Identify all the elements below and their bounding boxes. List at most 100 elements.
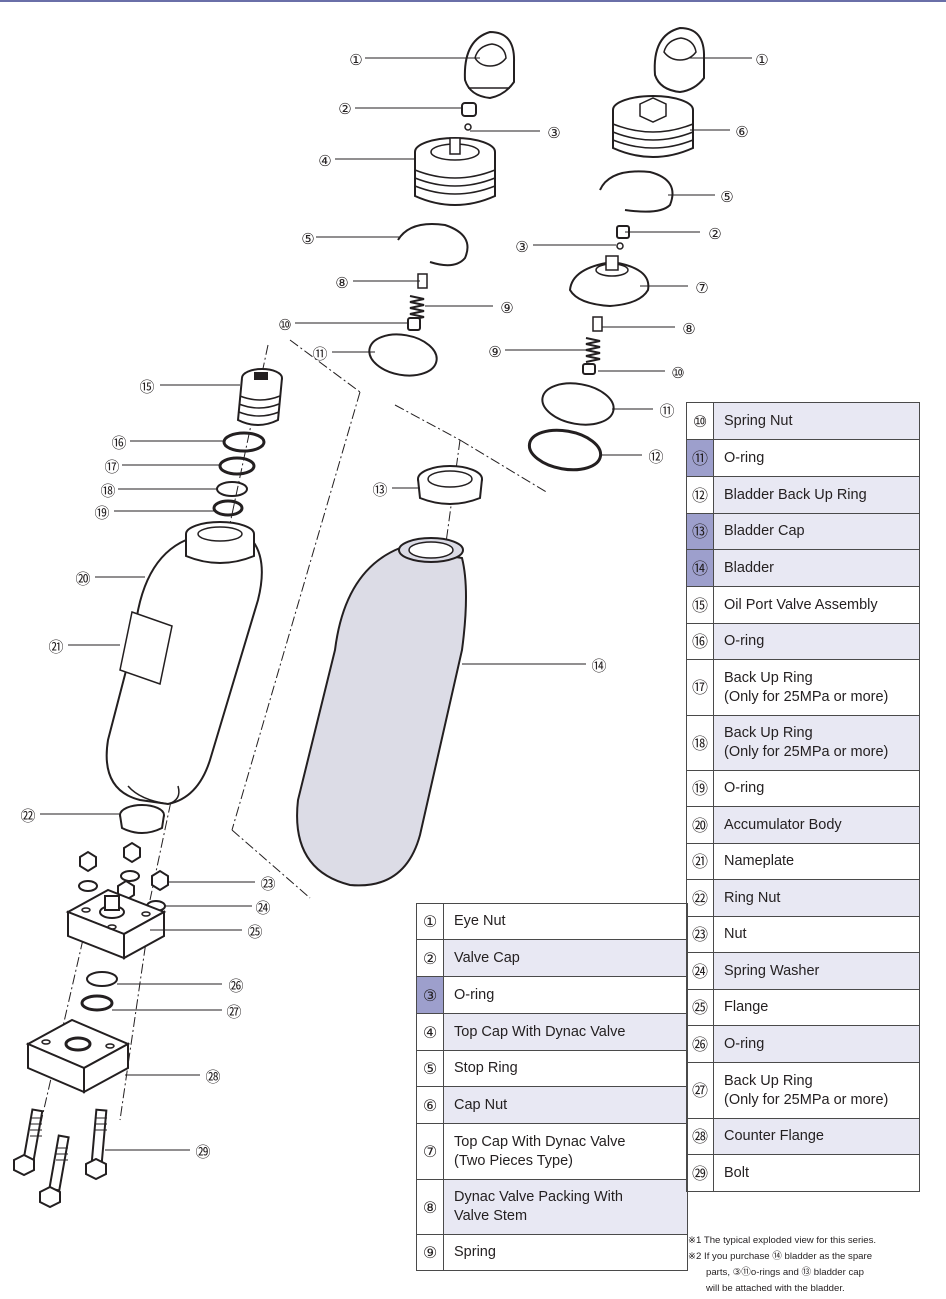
bolts	[13, 1108, 108, 1209]
nameplate	[119, 611, 173, 685]
callout-c10a: ⑩	[278, 316, 291, 334]
callout-c2a: ②	[338, 100, 351, 118]
part-name: Bladder Back Up Ring	[713, 476, 920, 514]
o-ring-large-left	[368, 333, 438, 377]
part-number: ⑬	[686, 513, 714, 550]
callout-c20: ⑳	[75, 570, 90, 588]
part-number: ⑭	[686, 549, 714, 587]
part-name: O-ring	[713, 770, 920, 807]
ring-nut	[119, 804, 165, 834]
part-number: ⑦	[416, 1123, 444, 1180]
part-number: ㉒	[686, 879, 714, 917]
back-up-ring-18	[216, 481, 248, 497]
footnote-2-line-1: ※2 If you purchase ⑭ bladder as the spar…	[688, 1251, 873, 1262]
callout-c27: ㉗	[226, 1003, 241, 1021]
callout-c12: ⑫	[648, 448, 663, 466]
part-name: Bladder Cap	[713, 513, 920, 550]
part-number: ⑨	[416, 1234, 444, 1271]
spring-left	[409, 295, 425, 321]
callout-c2b: ②	[708, 225, 721, 243]
part-name: Eye Nut	[443, 903, 688, 940]
part-number: ㉗	[686, 1062, 714, 1119]
callout-c29: ㉙	[195, 1143, 210, 1161]
callout-c18: ⑱	[100, 482, 115, 500]
part-name: O-ring	[713, 1025, 920, 1063]
o-ring-19	[212, 499, 244, 517]
part-number: ⑥	[416, 1086, 444, 1124]
callout-c6: ⑥	[735, 123, 748, 141]
callout-c3a: ③	[547, 124, 560, 142]
callout-c23: ㉓	[260, 875, 275, 893]
o-ring-small-right	[616, 242, 624, 250]
assembly-centerlines	[37, 339, 549, 1136]
spring-nut-left	[407, 317, 421, 331]
callout-c11b: ⑪	[659, 402, 674, 420]
callout-c3b: ③	[515, 238, 528, 256]
part-name: Back Up Ring(Only for 25MPa or more)	[713, 1062, 920, 1119]
part-number: ㉙	[686, 1154, 714, 1192]
callout-c17: ⑰	[104, 458, 119, 476]
part-name: Back Up Ring(Only for 25MPa or more)	[713, 715, 920, 771]
callout-c8b: ⑧	[682, 320, 695, 338]
footnote-2-line-3: will be attached with the bladder.	[706, 1283, 845, 1294]
top-rule	[0, 0, 946, 2]
o-ring-26	[86, 971, 118, 987]
callout-c9a: ⑨	[500, 299, 513, 317]
part-number: ㉔	[686, 952, 714, 990]
part-number: ⑰	[686, 659, 714, 716]
part-name: Top Cap With Dynac Valve(Two Pieces Type…	[443, 1123, 688, 1180]
part-number: ⑱	[686, 715, 714, 771]
part-name: Flange	[713, 989, 920, 1026]
part-number: ⑧	[416, 1179, 444, 1235]
bladder	[296, 537, 467, 887]
footnote-1: ※1 The typical exploded view for this se…	[688, 1235, 877, 1246]
bladder-back-up-ring	[527, 428, 603, 472]
callout-c26: ㉖	[228, 977, 243, 995]
part-number: ㉕	[686, 989, 714, 1026]
part-number: ⑲	[686, 770, 714, 807]
part-name: Stop Ring	[443, 1050, 688, 1087]
eye-nut-right	[653, 26, 706, 94]
part-number: ㉖	[686, 1025, 714, 1063]
part-name: Cap Nut	[443, 1086, 688, 1124]
o-ring-16	[222, 431, 266, 453]
part-name: Counter Flange	[713, 1118, 920, 1155]
o-ring-small-left	[464, 123, 472, 131]
callout-c14: ⑭	[591, 657, 606, 675]
callout-c28: ㉘	[205, 1068, 220, 1086]
part-name: Bolt	[713, 1154, 920, 1192]
spring-right	[585, 337, 601, 363]
callout-c1b: ①	[755, 51, 768, 69]
callout-c9b: ⑨	[488, 343, 501, 361]
part-name: Spring Nut	[713, 402, 920, 440]
bladder-cap	[417, 465, 483, 505]
eye-nut-left	[463, 30, 516, 100]
callout-c24: ㉔	[255, 899, 270, 917]
leader-lines	[40, 57, 752, 1151]
stop-ring-left	[397, 223, 469, 267]
part-number: ②	[416, 939, 444, 977]
part-number: ④	[416, 1013, 444, 1051]
footnote-2-line-2: parts, ③⑪o-rings and ⑬ bladder cap	[706, 1267, 864, 1278]
part-name: Accumulator Body	[713, 806, 920, 844]
part-number: ⑯	[686, 623, 714, 660]
spring-washers	[78, 870, 166, 912]
